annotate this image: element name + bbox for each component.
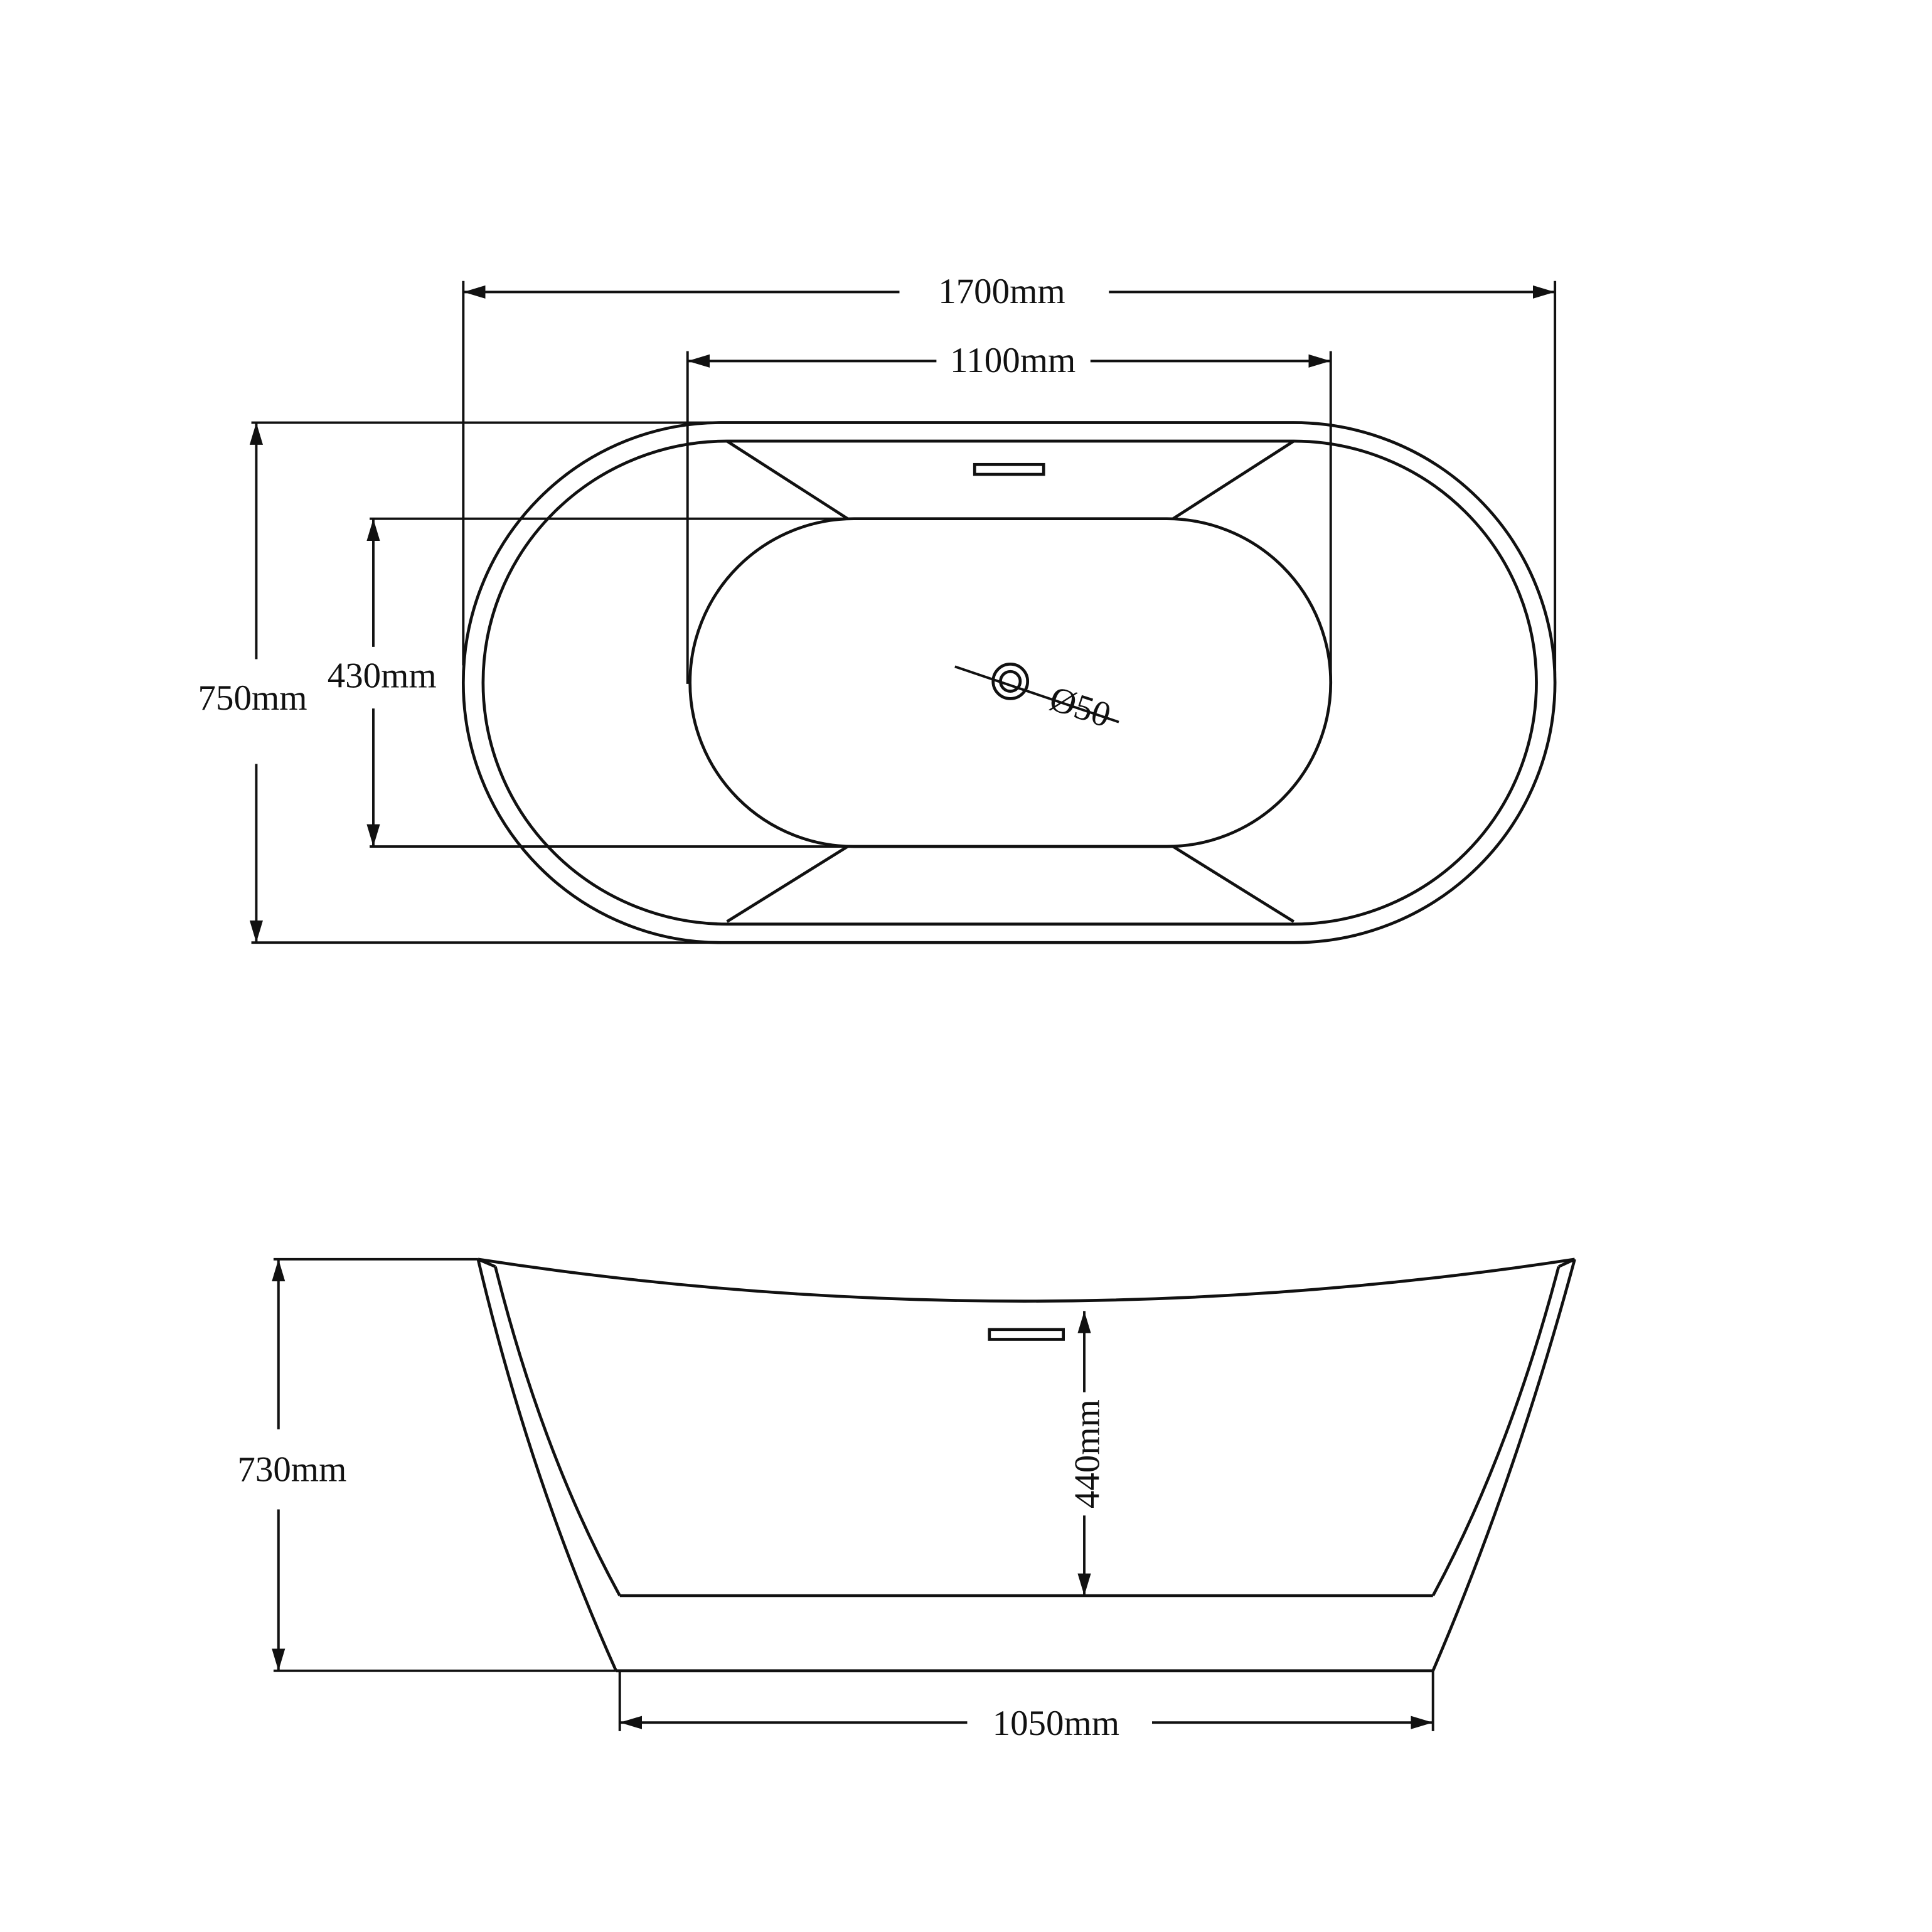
depth-label: 440mm bbox=[1068, 1399, 1107, 1508]
base-length-label: 1050mm bbox=[993, 1704, 1119, 1743]
basin-length-label: 1100mm bbox=[950, 341, 1075, 380]
tub-outer-left bbox=[476, 1259, 617, 1672]
top-view: Ø50 1700mm 1100mm 750mm 430mm bbox=[198, 272, 1557, 944]
tub-inner-right bbox=[1431, 1266, 1561, 1597]
overall-length-label: 1700mm bbox=[938, 272, 1065, 311]
overall-width-label: 750mm bbox=[198, 678, 307, 718]
height-label: 730mm bbox=[237, 1449, 346, 1489]
tub-inner-left bbox=[494, 1266, 621, 1597]
basin bbox=[688, 517, 1333, 848]
tub-rim bbox=[478, 1257, 1575, 1303]
basin-width-label: 430mm bbox=[328, 656, 437, 696]
outer-rim bbox=[462, 421, 1557, 944]
overflow-icon bbox=[988, 1328, 1065, 1341]
inner-rim bbox=[481, 439, 1538, 926]
side-view: 730mm 440mm 1050mm bbox=[237, 1257, 1576, 1743]
drain-diameter-label: Ø50 bbox=[1045, 679, 1116, 735]
overflow-icon bbox=[973, 462, 1045, 476]
drain-icon bbox=[954, 663, 1119, 723]
tub-outer-right bbox=[1431, 1259, 1576, 1672]
